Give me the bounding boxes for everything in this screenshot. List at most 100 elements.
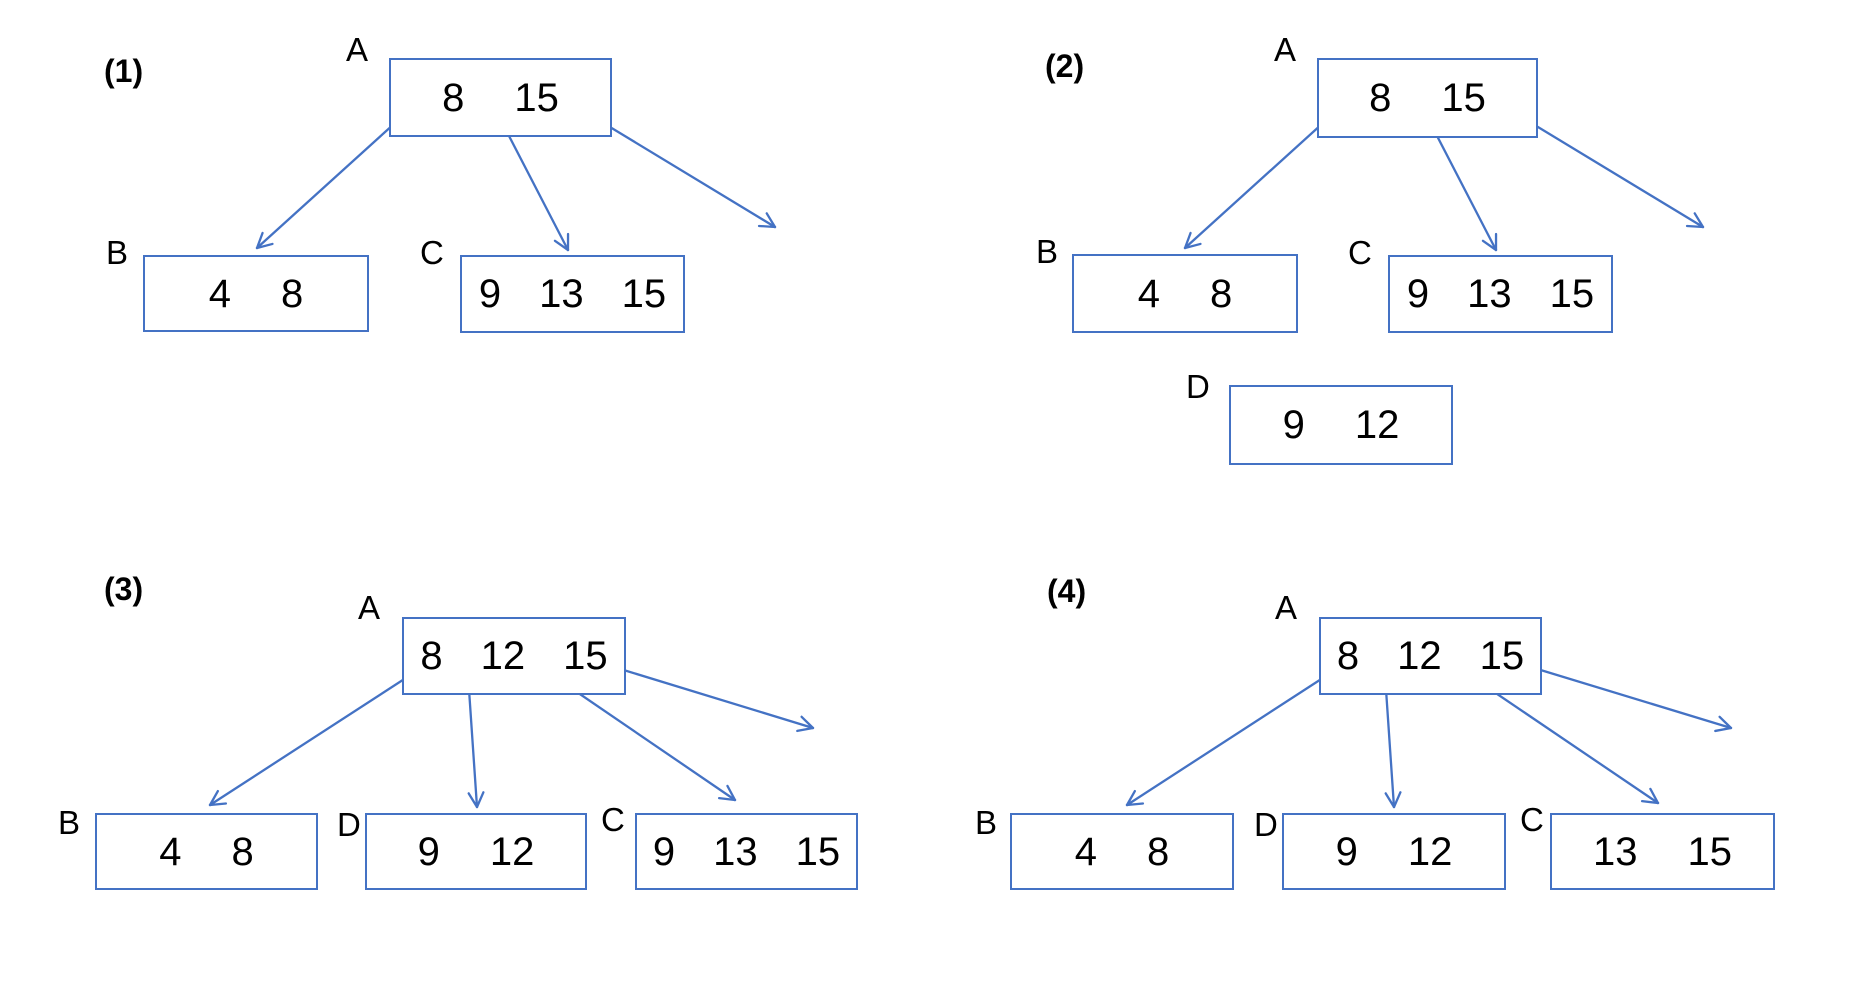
panel-4-node-B-label: B bbox=[975, 804, 998, 841]
panel-1-node-B-key-1: 8 bbox=[281, 271, 304, 316]
panel-1-node-B-label: B bbox=[106, 234, 129, 271]
panel-4-node-A-key-1: 12 bbox=[1397, 634, 1442, 678]
panel-4-arrow-1-head-0 bbox=[1384, 792, 1396, 809]
panel-2-node-C-label: C bbox=[1348, 234, 1372, 271]
panel-3-arrow-2-head-1 bbox=[726, 784, 737, 802]
panel-3-arrow-1-head-0 bbox=[467, 792, 479, 809]
panel-3-node-D-key-1: 12 bbox=[489, 829, 535, 874]
panel-3-arrow-1-head-1 bbox=[475, 791, 485, 809]
panel-3-node-D-key-0: 9 bbox=[417, 829, 440, 874]
panel-2-node-D-key-1: 12 bbox=[1354, 403, 1400, 447]
panel-2-node-A-label: A bbox=[1274, 31, 1297, 68]
panel-2-node-A-key-0: 8 bbox=[1369, 76, 1392, 120]
panel-2-node-D-key-0: 9 bbox=[1282, 403, 1305, 447]
panel-2-arrow-0-head-1 bbox=[1183, 242, 1202, 250]
panel-2-node-B-key-0: 4 bbox=[1137, 271, 1160, 316]
panel-1-node-A-box: 8 15 bbox=[389, 58, 612, 137]
panel-3-node-C-key-2: 15 bbox=[795, 829, 841, 874]
panel-3-node-B-key-0: 4 bbox=[159, 829, 182, 874]
panel-3-node-B-key-1: 8 bbox=[231, 829, 254, 874]
panel-1-node-A-keys: 8 15 bbox=[442, 78, 559, 118]
panel-1-arrow-1-head-0 bbox=[553, 239, 570, 252]
panel-4-number: (4) bbox=[1047, 573, 1087, 609]
panel-3-node-C-key-0: 9 bbox=[652, 829, 676, 874]
panel-4-node-D-box: 9 12 bbox=[1282, 813, 1506, 890]
panel-3-node-A-key-2: 15 bbox=[563, 634, 608, 678]
panel-3-arrow-0-head-0 bbox=[208, 789, 220, 807]
panel-1-node-A-key-0: 8 bbox=[442, 75, 465, 120]
panel-3-arrow-0-shaft bbox=[208, 661, 431, 807]
panel-2-node-D-box: 9 12 bbox=[1229, 385, 1453, 465]
panel-1-node-C-key-0: 9 bbox=[478, 272, 502, 316]
panel-2-node-D-keys: 9 12 bbox=[1283, 405, 1400, 445]
panel-2-node-C-key-0: 9 bbox=[1406, 272, 1430, 316]
panel-4-node-C-key-1: 15 bbox=[1687, 829, 1733, 874]
panel-2-node-B-key-1: 8 bbox=[1210, 271, 1233, 316]
panel-4-node-D-label: D bbox=[1254, 806, 1278, 843]
panel-4-node-B-key-0: 4 bbox=[1074, 829, 1097, 874]
panel-1-node-A-label: A bbox=[346, 31, 369, 68]
panel-1-node-B-key-0: 4 bbox=[208, 271, 231, 316]
panel-3-arrow-0-head-1 bbox=[208, 802, 228, 807]
panel-2-node-C-key-2: 15 bbox=[1549, 272, 1595, 316]
panel-3-arrow-3-head-0 bbox=[796, 726, 815, 733]
panel-3-node-B-label: B bbox=[58, 804, 81, 841]
panel-3-node-C-label: C bbox=[601, 801, 625, 838]
panel-4-node-C-key-0: 13 bbox=[1593, 829, 1638, 874]
panel-4-arrow-2-head-1 bbox=[1649, 787, 1660, 805]
panel-3-arrow-3-shaft bbox=[615, 666, 815, 730]
panel-3-node-C-key-1: 13 bbox=[713, 829, 758, 874]
panel-2-node-B-label: B bbox=[1036, 233, 1059, 270]
panel-1-arrow-0-head-0 bbox=[255, 231, 264, 250]
panel-1-node-C-key-1: 13 bbox=[539, 272, 584, 316]
panel-3-node-C-keys: 9 13 15 bbox=[653, 832, 840, 872]
panel-3-node-D-label: D bbox=[337, 806, 361, 843]
panel-3-node-A-key-0: 8 bbox=[420, 634, 443, 678]
panel-1-arrow-2-head-0 bbox=[757, 224, 777, 229]
panel-2-arrow-2-head-0 bbox=[1685, 224, 1705, 229]
panel-1-node-C-label: C bbox=[420, 234, 444, 271]
panel-1-arrow-2-head-1 bbox=[765, 212, 777, 229]
panel-1-node-C-key-2: 15 bbox=[621, 272, 667, 316]
panel-4-node-B-key-1: 8 bbox=[1147, 829, 1170, 874]
panel-1-node-A-key-1: 15 bbox=[514, 75, 559, 120]
panel-4-node-A-label: A bbox=[1275, 589, 1298, 626]
panel-4-node-C-keys: 13 15 bbox=[1593, 832, 1732, 872]
panel-3-arrow-3-head-1 bbox=[800, 715, 815, 730]
panel-4-node-A-key-2: 15 bbox=[1479, 634, 1525, 678]
panel-3-node-C-box: 9 13 15 bbox=[635, 813, 858, 890]
panel-3-node-A-label: A bbox=[358, 589, 381, 626]
panel-4-arrow-3-shaft bbox=[1532, 666, 1733, 730]
panel-2-number: (2) bbox=[1045, 48, 1085, 84]
panel-4-node-C-box: 13 15 bbox=[1550, 813, 1775, 890]
panel-4-arrow-0-head-1 bbox=[1125, 802, 1145, 807]
panel-2-arrow-1-head-0 bbox=[1481, 239, 1498, 252]
panel-3-arrow-2-head-0 bbox=[717, 796, 737, 802]
panel-1-arrow-0-head-1 bbox=[255, 242, 274, 250]
panel-2-arrow-2-head-1 bbox=[1693, 212, 1705, 229]
panel-1-node-C-box: 9 13 15 bbox=[460, 255, 685, 333]
panel-2-arrow-0-head-0 bbox=[1183, 231, 1192, 250]
panel-1-number: (1) bbox=[104, 53, 144, 89]
panel-4-node-D-key-0: 9 bbox=[1335, 829, 1358, 874]
panel-4-node-D-key-1: 12 bbox=[1407, 829, 1453, 874]
panel-4-arrow-2-head-0 bbox=[1640, 800, 1660, 805]
panel-3-node-D-keys: 9 12 bbox=[418, 832, 535, 872]
panel-4-node-C-label: C bbox=[1520, 801, 1544, 838]
panel-4-arrow-3-head-0 bbox=[1714, 726, 1733, 733]
